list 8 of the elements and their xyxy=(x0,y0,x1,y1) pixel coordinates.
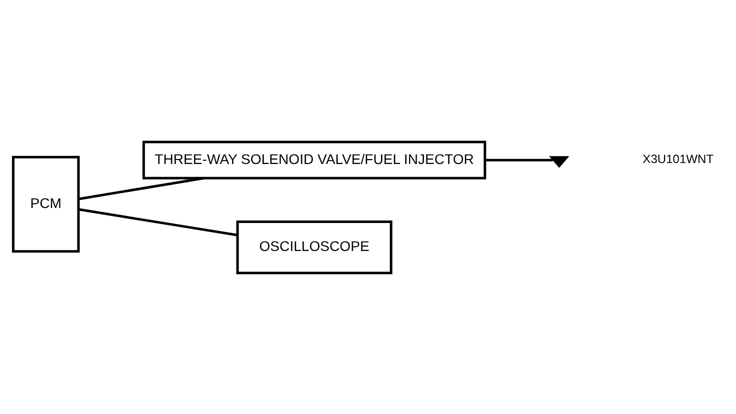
connector xyxy=(78,176,204,200)
connector xyxy=(484,158,553,161)
node-box: OSCILLOSCOPE xyxy=(236,220,392,274)
connector xyxy=(78,208,238,236)
node-box: THREE-WAY SOLENOID VALVE/FUEL INJECTOR xyxy=(142,140,486,179)
node-ground xyxy=(549,156,570,168)
node-box: PCM xyxy=(12,155,80,252)
label: X3U101WNT xyxy=(642,152,714,166)
